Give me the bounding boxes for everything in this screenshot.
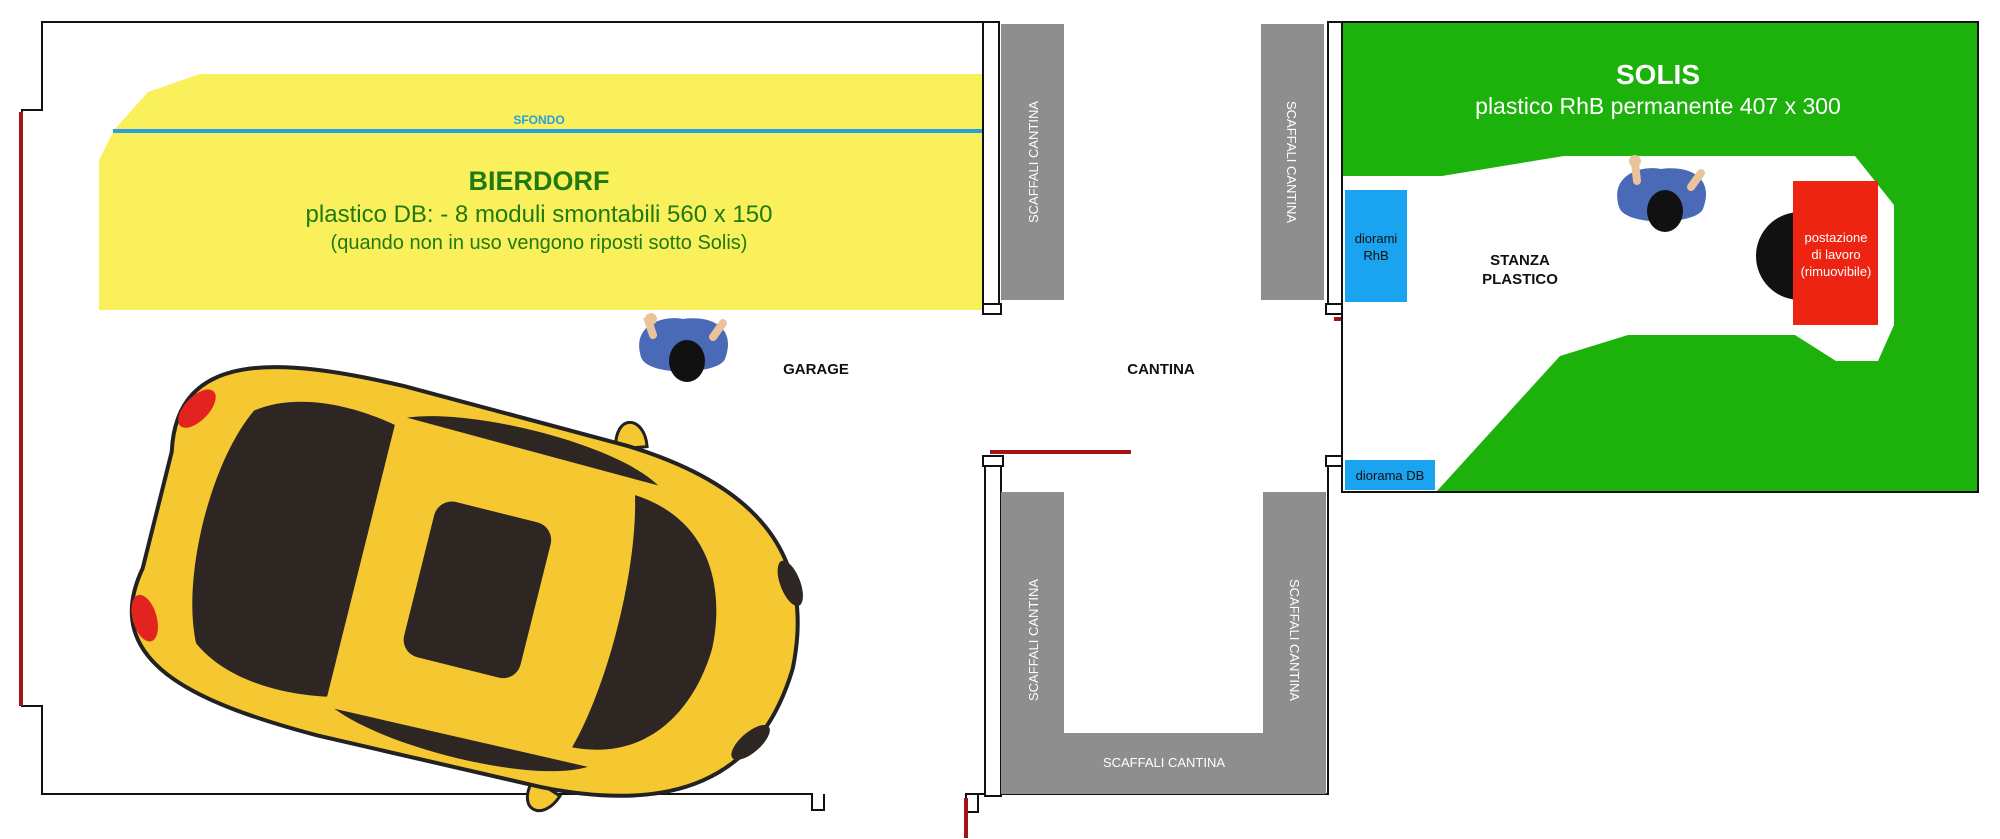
shelf-label-bottom-left: SCAFFALI CANTINA [1026,579,1041,701]
bierdorf-description: plastico DB: - 8 moduli smontabili 560 x… [306,201,773,228]
cantina-label: CANTINA [1127,361,1195,378]
solis-subtitle: plastico RhB permanente 407 x 300 [1475,93,1841,119]
shelf-label-top-right: SCAFFALI CANTINA [1284,101,1299,223]
shelf-label-bottom: SCAFFALI CANTINA [1103,755,1225,770]
diorama-db-box [1345,460,1435,490]
diorama-db-label: diorama DB [1356,468,1425,483]
shelf-top-right [1261,24,1324,300]
garage-label: GARAGE [783,361,849,378]
diorami-rhb-label-line2: RhB [1363,248,1388,263]
bierdorf-note: (quando non in uso vengono riposti sotto… [331,232,748,254]
sfondo-label: SFONDO [513,113,564,127]
diorami-rhb-label-line1: diorami [1355,231,1398,246]
person-icon-garage [639,313,729,382]
shelf-bottom-u [1001,492,1326,794]
workstation-label-line1: postazione [1805,230,1868,245]
person-icon-stanza [1617,155,1707,232]
car-icon [129,365,803,813]
solis-layout-area [1343,23,1977,491]
shelf-label-top-left: SCAFFALI CANTINA [1026,101,1041,223]
stanza-label-line1: STANZA [1490,252,1550,269]
stanza-label-line2: PLASTICO [1482,271,1558,288]
workstation-label-line2: di lavoro [1811,247,1860,262]
bierdorf-title: BIERDORF [469,166,610,196]
solis-title: SOLIS [1616,59,1700,90]
diorami-rhb-box [1345,190,1407,302]
workstation-box [1793,181,1878,325]
shelf-label-bottom-right: SCAFFALI CANTINA [1287,579,1302,701]
shelves [1001,24,1326,794]
workstation-label-line3: (rimuovibile) [1801,264,1872,279]
shelf-top-left [1001,24,1064,300]
